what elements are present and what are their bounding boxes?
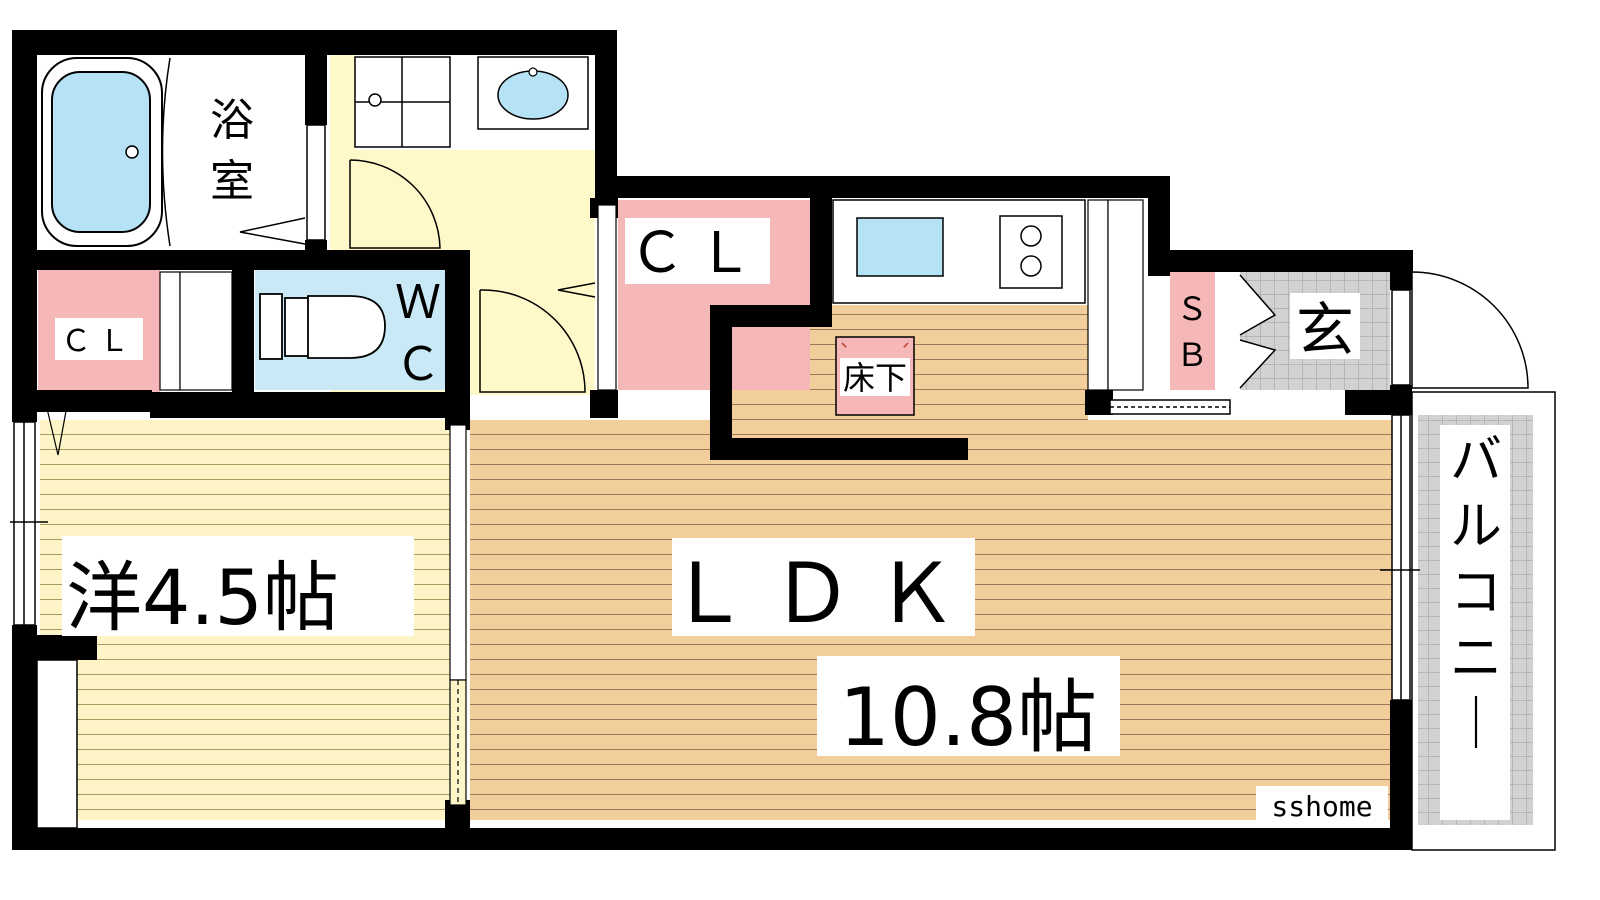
- window-ticks: [10, 521, 1420, 571]
- balcony-label-char: コ: [1450, 563, 1502, 623]
- western-room-label-bg: [62, 536, 414, 636]
- kitchen-sliding-door: [1087, 199, 1144, 391]
- shoebox-door-arrows-icon: [1239, 274, 1277, 389]
- bath-label-top: 浴: [210, 95, 254, 146]
- closet-upper-door: [597, 204, 617, 391]
- entrance-label: 玄: [1296, 296, 1354, 364]
- ldk-size-label: 10.8帖: [839, 671, 1097, 764]
- watermark-bg: [1256, 786, 1388, 826]
- balcony-frame: [1411, 391, 1556, 851]
- balcony-inner: [1440, 425, 1510, 820]
- ldk-label-bg: [672, 538, 975, 636]
- closet-upper-label-bg: [625, 218, 770, 284]
- western-room-size: 4.5帖: [142, 553, 339, 642]
- closet-left-label-bg: [55, 318, 143, 360]
- ldk-partition-door: [449, 424, 467, 806]
- balcony-label-char: ｜: [1450, 695, 1502, 755]
- shoebox-label-bottom: Ｂ: [1176, 337, 1208, 373]
- kitchen-counter: [832, 199, 1086, 304]
- western-room-name: 洋: [66, 553, 142, 642]
- closet-left-label: ＣＬ: [61, 325, 137, 358]
- hallway-doors: [349, 159, 596, 393]
- closet-left-doors: [159, 271, 233, 391]
- watermark: sshome: [1271, 790, 1372, 823]
- balcony-label-char: ル: [1450, 497, 1502, 557]
- balcony-label-char: バ: [1450, 431, 1502, 491]
- entrance-label-bg: [1290, 293, 1360, 359]
- balcony-label-char: ニ: [1450, 629, 1502, 689]
- toilet-label-bottom: Ｃ: [395, 338, 441, 390]
- western-room-wardrobe-wall: [36, 659, 78, 829]
- underfloor-storage-hatch: [835, 336, 915, 416]
- closet-upper-label: ＣＬ: [629, 221, 765, 284]
- shoebox-label-top: Ｓ: [1176, 291, 1208, 327]
- toilet-fixture: [259, 293, 386, 360]
- bathtub: [41, 57, 171, 247]
- underfloor-storage-label: 床下: [843, 359, 907, 397]
- closet-left-door-arrow-icon: [44, 399, 69, 456]
- bath-door-arrow-icon: [239, 217, 306, 245]
- entrance-door-swing: [1411, 271, 1529, 389]
- ldk-size-label-bg: [817, 656, 1120, 756]
- western-room-label: 洋4.5帖: [66, 553, 339, 642]
- bath-label-bottom: 室: [210, 156, 254, 207]
- toilet-label-top: Ｗ: [395, 276, 441, 328]
- walls: [12, 30, 1413, 850]
- shoebox-floor: [1170, 270, 1215, 390]
- washbasin: [477, 56, 589, 130]
- balcony-label: バルコニ｜: [1450, 431, 1502, 755]
- ldk-label: ＬＤＫ: [667, 549, 979, 640]
- washing-machine-pan: [354, 56, 451, 148]
- windows: [13, 124, 1411, 701]
